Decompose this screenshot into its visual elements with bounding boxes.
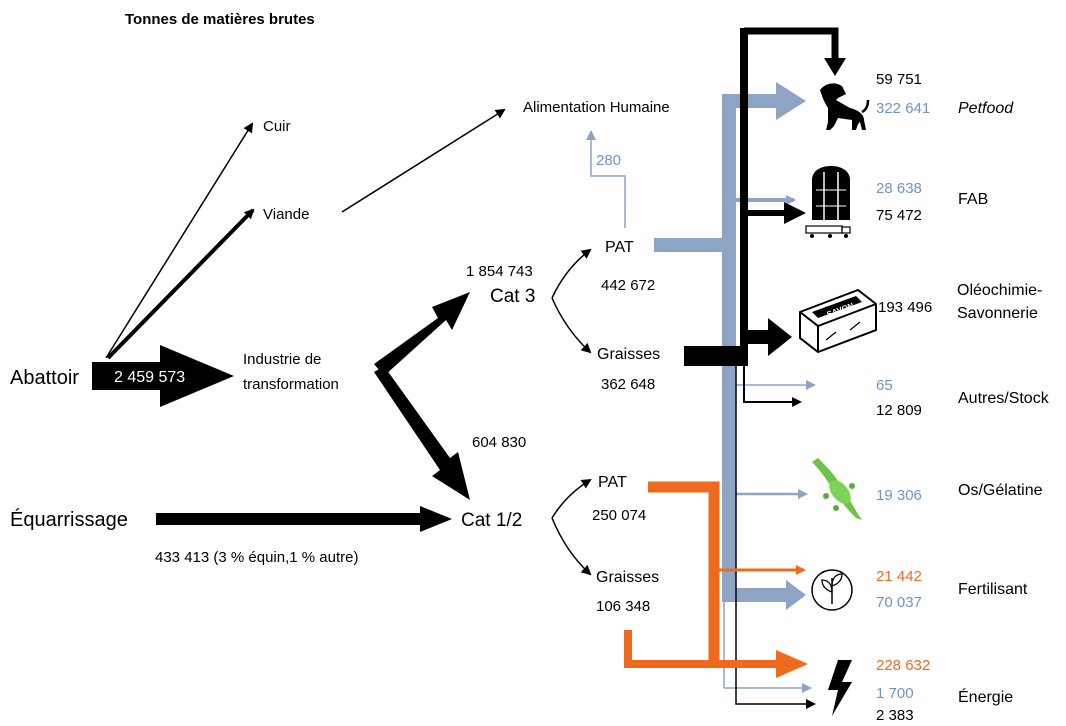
arrow-cat12-pat [551,478,592,519]
arrow-equarrissage-cat12 [156,506,452,532]
black-flow-graisses [684,346,746,366]
black-arrow-autres [743,366,802,407]
abattoir-label: Abattoir [10,367,79,389]
cat12-graisses-label: Graisses [596,569,659,586]
os-blue-value: 19 306 [876,487,922,504]
cat3-value: 1 854 743 [466,263,533,280]
fab-black-value: 75 472 [876,207,922,224]
os-label: Os/Gélatine [958,482,1043,499]
black-arrow-oleo [744,318,792,356]
cat12-value: 604 830 [472,434,526,451]
arrow-pat-alimentation [586,130,626,228]
black-arrow-energie [735,366,816,709]
arrow-industrie-cat3 [374,292,470,376]
autres-blue-value: 65 [876,377,893,394]
arrow-viande-alimentation [341,108,506,213]
arrow-cat12-graisses [551,517,592,576]
fert-blue-value: 70 037 [876,594,922,611]
equarrissage-label: Équarrissage [10,508,128,531]
cat3-label: Cat 3 [490,286,535,307]
petfood-blue-value: 322 641 [876,100,930,117]
energie-black-value: 2 383 [876,707,914,724]
lightning-icon [828,660,852,716]
blue-arrow-fertilisant [736,580,806,610]
black-flow-trunk [740,28,748,366]
crocodile-candy-icon [812,458,862,520]
black-arrow-petfood-head [824,58,846,76]
dog-icon [820,83,870,130]
viande-label: Viande [263,206,309,223]
orange-flow-graisses [624,630,780,668]
cat3-graisses-value: 362 648 [601,376,655,393]
cat12-graisses-value: 106 348 [596,598,650,615]
alimentation-label: Alimentation Humaine [523,99,670,116]
fab-label: FAB [958,191,988,208]
cat3-graisses-label: Graisses [597,346,660,363]
industrie-label-line1: Industrie de [243,351,321,368]
cat3-pat-label: PAT [605,239,634,256]
arrow-abattoir-cuir [105,122,254,359]
arrow-cat3-graisses [551,297,592,354]
energie-orange-value: 228 632 [876,657,930,674]
energie-label: Énergie [958,687,1013,706]
orange-arrow-energie-head [776,650,808,678]
oleo-label-line2: Savonnerie [957,305,1038,322]
petfood-black-value: 59 751 [876,71,922,88]
blue-flow-pat-horizontal [654,238,736,252]
equarrissage-value: 433 413 (3 % équin,1 % autre) [155,549,358,566]
arrow-industrie-cat12 [374,366,470,500]
diagram-title: Tonnes de matières brutes [125,11,315,28]
fab-blue-value: 28 638 [876,180,922,197]
sprout-icon [811,569,853,611]
blue-arrow-petfood [736,82,806,120]
autres-label: Autres/Stock [958,390,1050,407]
petfood-label: Petfood [958,100,1014,117]
energie-blue-value: 1 700 [876,685,914,702]
fert-orange-value: 21 442 [876,568,922,585]
cuir-label: Cuir [263,118,291,135]
soap-icon: SAVON [799,288,877,354]
autres-black-value: 12 809 [876,402,922,419]
cat12-label: Cat 1/2 [461,510,522,531]
black-arrow-fab-head [784,202,806,224]
black-arrow-petfood [744,27,839,62]
industrie-label-line2: transformation [243,376,339,393]
cat3-pat-value: 442 672 [601,277,655,294]
arrow-cat3-pat [551,248,592,299]
to-food-value: 280 [596,152,621,169]
silo-truck-icon [805,166,851,238]
abattoir-value: 2 459 573 [114,369,185,386]
fert-label: Fertilisant [958,581,1028,598]
orange-flow-pat [648,481,720,664]
oleo-black-value: 193 496 [878,299,932,316]
cat12-pat-label: PAT [598,474,627,491]
arrow-abattoir-industrie [92,345,234,407]
arrow-abattoir-viande [106,208,255,360]
oleo-label-line1: Oléochimie- [957,282,1042,299]
cat12-pat-value: 250 074 [592,507,646,524]
